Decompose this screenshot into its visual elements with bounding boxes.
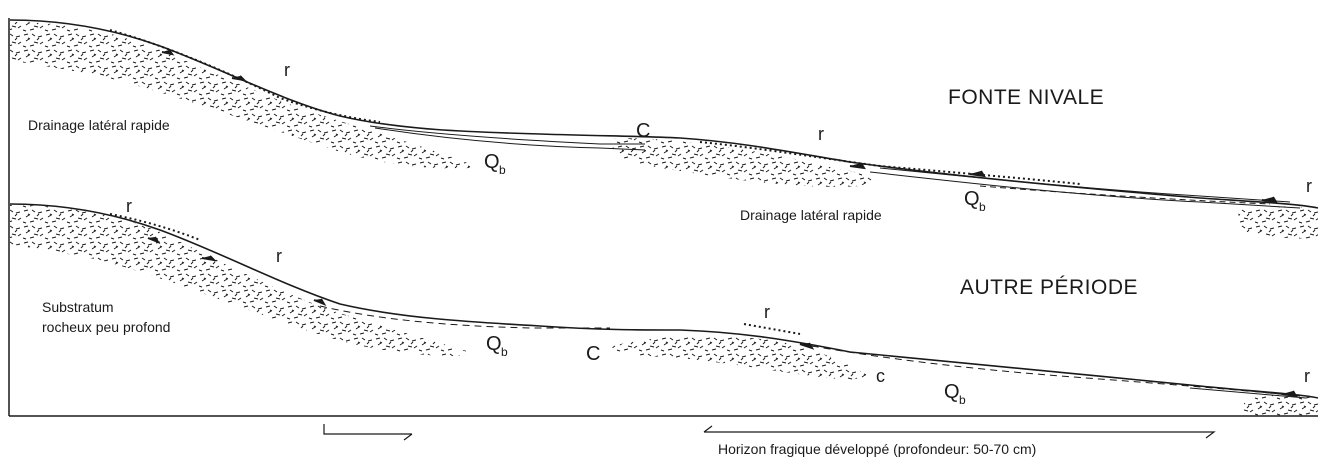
svg-text:b: b	[959, 393, 966, 407]
bottom-c-label: C	[586, 343, 600, 365]
top-r-label-3: r	[1306, 176, 1312, 196]
bottom-r-label-2: r	[276, 246, 282, 266]
top-r-label-2: r	[818, 124, 824, 144]
bottom-label-left-line1: Substratum	[42, 299, 114, 315]
top-water-table-right-lower	[870, 172, 1300, 208]
bottom-r-label-1: r	[126, 196, 132, 216]
svg-text:Q: Q	[944, 381, 960, 403]
svg-text:b: b	[499, 163, 506, 177]
bottom-c-small-label: c	[876, 366, 885, 386]
footer-caption: Horizon fragique développé (profondeur: …	[718, 441, 1036, 457]
top-panel-title: FONTE NIVALE	[948, 86, 1104, 109]
bottom-panel: AUTRE PÉRIODE Substratum rocheux peu pro…	[10, 196, 1318, 417]
bottom-qb-label-2: Q b	[944, 381, 966, 407]
svg-text:Q: Q	[964, 188, 980, 210]
top-rock-right	[1238, 206, 1318, 238]
svg-text:b: b	[501, 345, 508, 359]
bottom-rock-middle	[612, 336, 870, 380]
top-r-label-1: r	[284, 60, 290, 80]
top-c-label: C	[636, 120, 650, 142]
svg-text:Q: Q	[486, 333, 502, 355]
bottom-r-label-4: r	[1304, 366, 1310, 386]
bottom-panel-title: AUTRE PÉRIODE	[960, 276, 1138, 299]
top-qb-label-2: Q b	[964, 188, 986, 214]
top-rock-left	[10, 22, 470, 168]
top-flow-arrow-5	[1262, 197, 1276, 202]
top-panel: FONTE NIVALE Drainage latéral rapide Dra…	[10, 20, 1318, 239]
bottom-r-label-3: r	[764, 302, 770, 322]
top-ground-surface	[10, 20, 1318, 208]
top-qb-label-1: Q b	[484, 151, 506, 177]
top-label-left: Drainage latéral rapide	[28, 117, 170, 133]
bracket-arrow-left	[324, 424, 412, 440]
top-flow-arrow-4	[970, 171, 984, 176]
bracket-arrow-right	[704, 426, 1214, 438]
bottom-label-left-line2: rocheux peu profond	[42, 319, 170, 335]
bottom-rock-right	[1244, 395, 1318, 417]
svg-text:b: b	[979, 200, 986, 214]
top-label-right: Drainage latéral rapide	[740, 207, 882, 223]
bottom-flow-arrow-5	[1282, 391, 1296, 396]
bottom-qb-label-1: Q b	[486, 333, 508, 359]
bottom-flow-arrow-3	[314, 299, 324, 304]
bottom-ground-surface	[10, 204, 1318, 398]
svg-text:Q: Q	[484, 151, 500, 173]
